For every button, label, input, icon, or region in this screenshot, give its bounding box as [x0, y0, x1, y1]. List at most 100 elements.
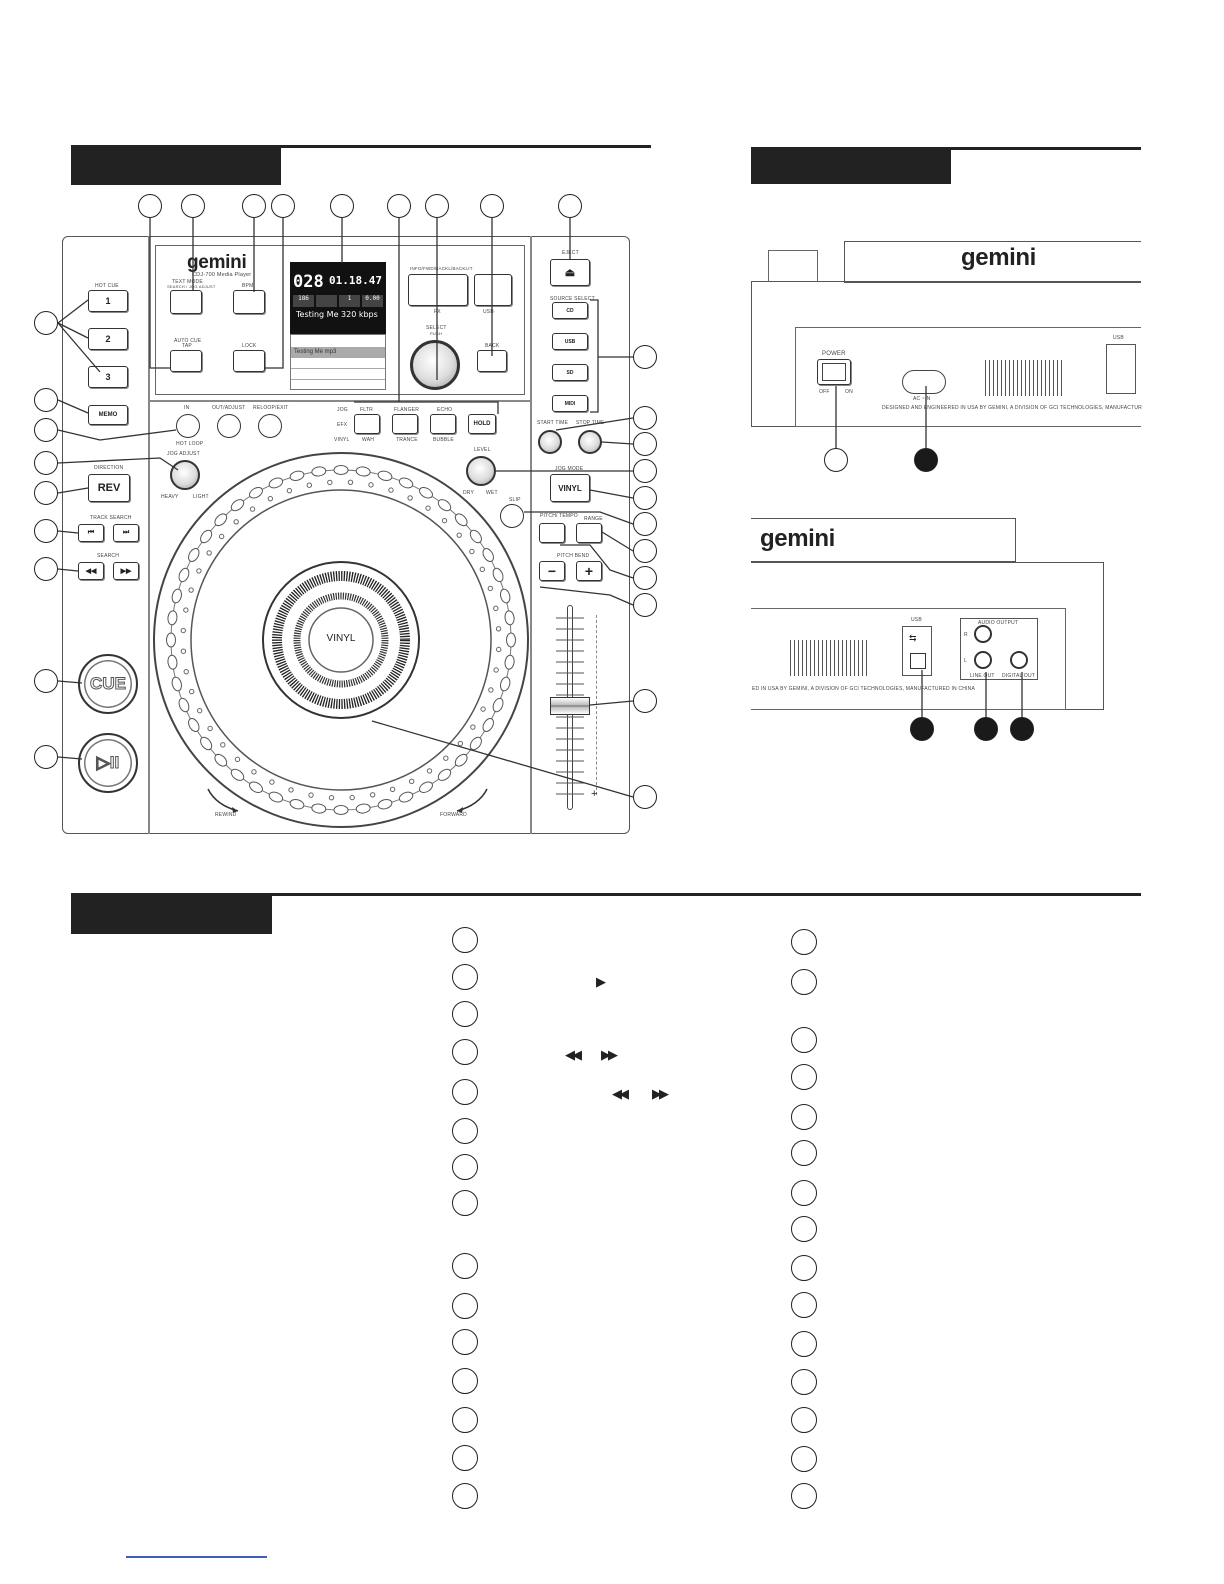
platter-dot [200, 736, 213, 751]
source-midi-button[interactable]: MIDI [552, 395, 588, 412]
info-button[interactable] [408, 274, 468, 306]
legend-number-circle [791, 1027, 817, 1053]
platter-small-dot [249, 506, 256, 512]
auto-cue-label: AUTO CUE [174, 338, 202, 344]
jog-mode-vinyl-button[interactable]: VINYL [550, 474, 590, 502]
start-time-knob[interactable] [538, 430, 562, 454]
level-knob[interactable] [466, 456, 496, 486]
hot-cue-2-button[interactable]: 2 [88, 328, 128, 350]
platter-dot [188, 548, 200, 562]
echo-label: ECHO [437, 407, 453, 413]
source-usb-button[interactable]: USB [552, 333, 588, 350]
front-panel-header-bar [71, 146, 281, 185]
front-brand-logo: gemini [187, 252, 247, 273]
callout-circle [34, 481, 58, 505]
platter-small-dot [220, 742, 226, 748]
source-cd-button[interactable]: CD [552, 302, 588, 319]
platter-small-dot [180, 648, 187, 654]
back-button[interactable] [477, 350, 507, 372]
legend-number-circle [452, 1483, 478, 1509]
flanger-button[interactable] [392, 414, 418, 434]
reloop-exit-button[interactable] [258, 414, 282, 438]
jog-mode-efx-label: EFX [337, 422, 348, 428]
pitch-bend-minus-button[interactable]: − [539, 561, 565, 581]
pitch-tempo-button[interactable] [539, 523, 565, 543]
eject-icon: ⏏ [564, 267, 576, 279]
power-on-label: ON [845, 389, 853, 395]
auto-cue-sublabel: TAP [182, 343, 192, 349]
memo-button[interactable]: MEMO [88, 405, 128, 425]
stop-time-knob[interactable] [578, 430, 602, 454]
platter-dot [504, 654, 515, 670]
bpm-button[interactable] [233, 290, 265, 314]
callout-circle [181, 194, 205, 218]
platter-small-dot [288, 787, 294, 793]
platter-small-dot [183, 607, 189, 613]
auto-cue-button[interactable] [170, 350, 202, 372]
rear-top-casing [844, 241, 1141, 283]
jog-adjust-knob[interactable] [170, 460, 200, 490]
cue-button[interactable]: CUE [78, 654, 138, 714]
info-label: INFO/FWD/BACKL/BACKLIT [410, 266, 473, 271]
rear-top-usb-label: USB [1113, 335, 1124, 341]
rear-bottom-vent [790, 640, 870, 676]
text-mode-button[interactable] [170, 290, 202, 314]
select-knob[interactable] [410, 340, 460, 390]
platter-dot [506, 632, 516, 648]
callout-circle [633, 345, 657, 369]
platter-dot [268, 477, 284, 489]
platter-small-dot [488, 687, 494, 693]
eject-button[interactable]: ⏏ [550, 259, 590, 286]
play-pause-button[interactable]: ▷II [78, 733, 138, 793]
rear-top-foot [768, 250, 818, 282]
rear-top-inner-panel [795, 327, 1141, 427]
line-out-label: LINE OUT [970, 673, 995, 679]
platter-dot [355, 466, 371, 477]
filter-button[interactable] [354, 414, 380, 434]
platter-small-dot [188, 587, 194, 593]
legend-fast-forward-icon: ▶▶ [652, 1086, 669, 1101]
platter-small-dot [308, 792, 314, 798]
rear-bottom-casing [751, 518, 1016, 562]
lcd-list: Testing Me mp3 [290, 334, 386, 390]
callout-circle [242, 194, 266, 218]
echo-button[interactable] [430, 414, 456, 434]
slip-button[interactable] [500, 504, 524, 528]
hot-cue-3-button[interactable]: 3 [88, 366, 128, 388]
pitch-slider-handle[interactable] [550, 697, 590, 715]
platter-small-dot [479, 566, 486, 573]
platter-small-dot [234, 756, 241, 763]
pitch-bend-plus-button[interactable]: + [576, 561, 602, 581]
search-forward-button[interactable]: ▶▶ [113, 562, 139, 580]
back-label: BACK [485, 343, 500, 349]
in-button[interactable] [176, 414, 200, 438]
text-mode-label: TEXT MODE [172, 279, 203, 285]
lock-button[interactable] [233, 350, 265, 372]
platter-dot [249, 781, 263, 793]
platter-dot [289, 798, 305, 810]
platter-dot [188, 718, 200, 732]
hot-cue-1-button[interactable]: 1 [88, 290, 128, 312]
rca-left-jack [974, 651, 992, 669]
search-label: SEARCH [97, 553, 120, 559]
track-back-button[interactable]: ⏮ [78, 524, 104, 542]
lcd-list-item: Testing Me mp3 [291, 347, 385, 357]
rewind-label: REWIND [215, 812, 237, 818]
power-switch[interactable] [817, 359, 851, 385]
callout-circle-filled [914, 448, 938, 472]
search-back-button[interactable]: ◀◀ [78, 562, 104, 580]
hold-button[interactable]: HOLD [468, 414, 496, 434]
legend-rewind-icon: ◀◀ [612, 1086, 629, 1101]
platter-small-dot [267, 495, 274, 502]
direction-label: DIRECTION [94, 465, 124, 471]
usb-toggle-button[interactable] [474, 274, 512, 306]
lcd-list-row [291, 379, 385, 390]
reverse-button[interactable]: REV [88, 474, 130, 502]
out-adjust-button[interactable] [217, 414, 241, 438]
lcd-info-row: 186 1 0.00 [293, 295, 383, 307]
audio-output-panel [960, 618, 1038, 680]
track-forward-button[interactable]: ⏭ [113, 524, 139, 542]
left-column-divider [148, 236, 150, 834]
range-button[interactable] [576, 523, 602, 543]
source-sd-button[interactable]: SD [552, 364, 588, 381]
